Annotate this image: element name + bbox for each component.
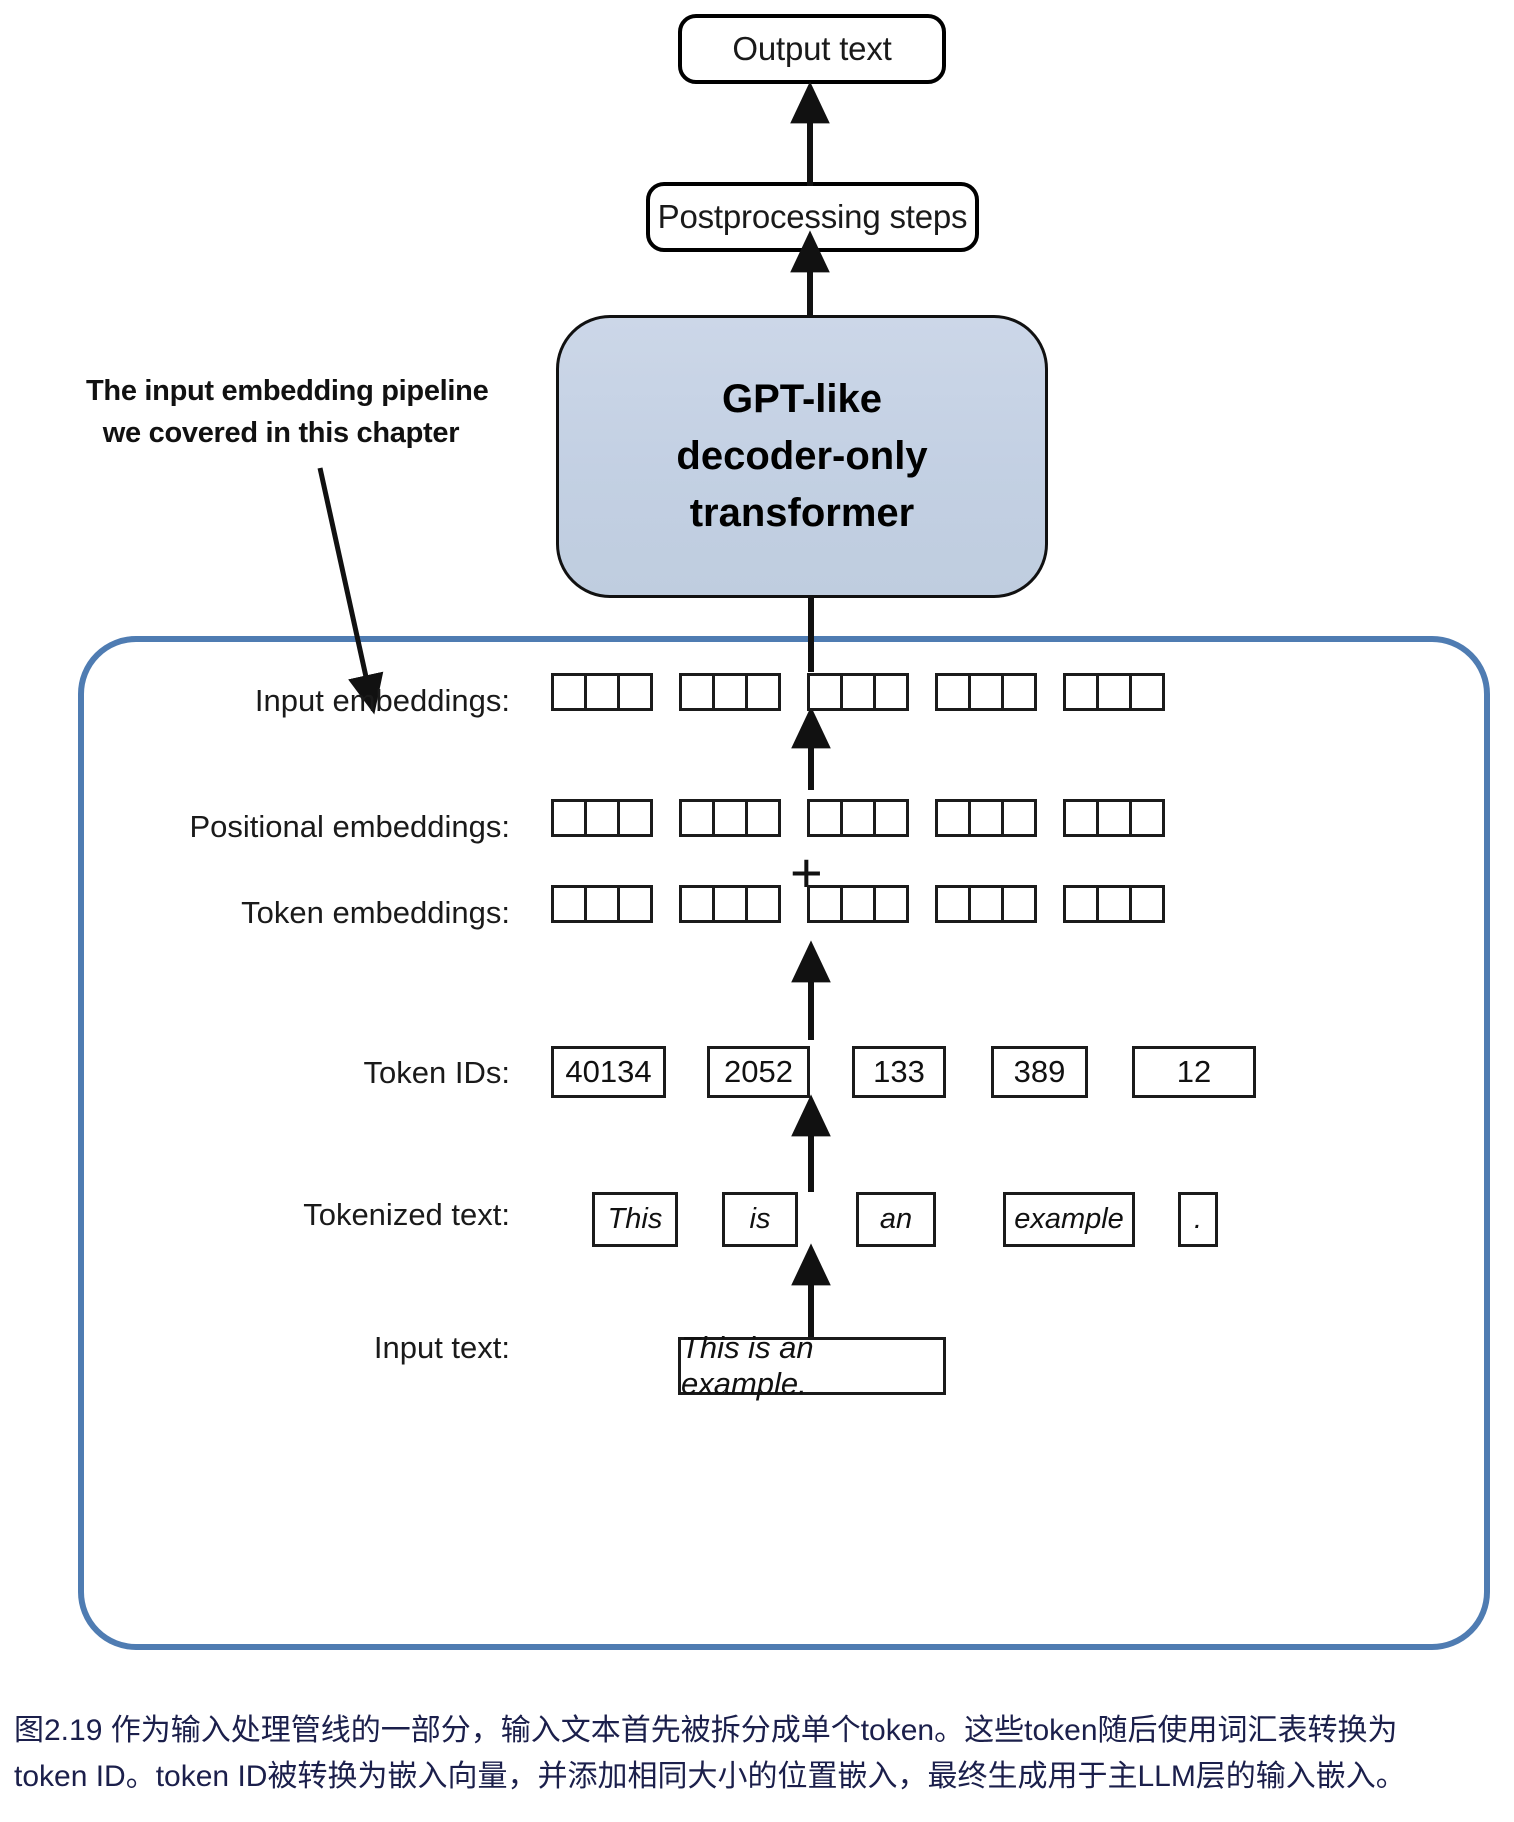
embedding-cell bbox=[745, 673, 781, 711]
embedding-cell bbox=[1096, 799, 1132, 837]
caption-line-1: 图2.19 作为输入处理管线的一部分，输入文本首先被拆分成单个token。这些t… bbox=[14, 1714, 1398, 1747]
embedding-group bbox=[807, 885, 909, 923]
gpt-decoder-transformer-box: GPT-like decoder-only transformer bbox=[556, 315, 1048, 598]
row-label-input-text: Input text: bbox=[373, 1330, 510, 1365]
embedding-group bbox=[679, 799, 781, 837]
tokenized-text-item: This bbox=[592, 1192, 678, 1247]
embedding-cell bbox=[679, 885, 715, 923]
embedding-cell bbox=[551, 673, 587, 711]
embedding-cell bbox=[1096, 673, 1132, 711]
annotation-line-2: we covered in this chapter bbox=[102, 417, 460, 450]
embedding-cell bbox=[551, 799, 587, 837]
embedding-group bbox=[1063, 885, 1165, 923]
embedding-cell bbox=[807, 673, 843, 711]
embedding-cell bbox=[584, 799, 620, 837]
embedding-cell bbox=[873, 673, 909, 711]
embedding-cell bbox=[873, 799, 909, 837]
output-text-box: Output text bbox=[678, 14, 946, 84]
embedding-cell bbox=[745, 799, 781, 837]
embedding-group bbox=[935, 799, 1037, 837]
embedding-cell bbox=[968, 885, 1004, 923]
tokenized-text-item: example bbox=[1003, 1192, 1135, 1247]
annotation-callout: The input embedding pipeline we covered … bbox=[86, 370, 489, 454]
embedding-cell bbox=[1063, 673, 1099, 711]
postprocessing-steps-label: Postprocessing steps bbox=[657, 198, 968, 235]
embedding-cell bbox=[1096, 885, 1132, 923]
row-label-input-embeddings: Input embeddings: bbox=[254, 683, 510, 718]
embedding-group bbox=[807, 673, 909, 711]
token-ids-item: 389 bbox=[991, 1046, 1088, 1098]
row-label-token-ids: Token IDs: bbox=[363, 1055, 510, 1090]
annotation-line-1: The input embedding pipeline bbox=[86, 375, 489, 407]
output-text-label: Output text bbox=[732, 30, 892, 67]
embedding-group bbox=[935, 673, 1037, 711]
embedding-group bbox=[935, 885, 1037, 923]
embedding-group bbox=[807, 799, 909, 837]
tokenized-text-item: . bbox=[1178, 1192, 1218, 1247]
embedding-group bbox=[551, 799, 653, 837]
model-line-2: decoder-only bbox=[676, 434, 928, 479]
embedding-group bbox=[551, 885, 653, 923]
embedding-cell bbox=[1063, 885, 1099, 923]
embedding-cell bbox=[840, 673, 876, 711]
embedding-cell bbox=[584, 885, 620, 923]
embedding-cell bbox=[873, 885, 909, 923]
embedding-cell bbox=[712, 885, 748, 923]
model-line-3: transformer bbox=[689, 490, 915, 535]
row-label-tokenized-text: Tokenized text: bbox=[303, 1197, 510, 1232]
embedding-cell bbox=[1129, 885, 1165, 923]
model-line-1: GPT-like bbox=[721, 377, 883, 422]
cells-row-token-embeddings bbox=[551, 885, 1165, 923]
embedding-cell bbox=[1001, 799, 1037, 837]
embedding-cell bbox=[712, 799, 748, 837]
embedding-cell bbox=[1129, 799, 1165, 837]
input-text-value: This is an example. bbox=[678, 1330, 946, 1401]
embedding-cell bbox=[584, 673, 620, 711]
embedding-cell bbox=[1001, 885, 1037, 923]
embedding-group bbox=[551, 673, 653, 711]
tokenized-text-item: is bbox=[722, 1192, 798, 1247]
embedding-group bbox=[679, 673, 781, 711]
input-embedding-pipeline-box bbox=[78, 636, 1490, 1650]
embedding-cell bbox=[840, 885, 876, 923]
embedding-cell bbox=[745, 885, 781, 923]
figure-caption: 图2.19 作为输入处理管线的一部分，输入文本首先被拆分成单个token。这些t… bbox=[14, 1708, 1504, 1799]
embedding-group bbox=[1063, 673, 1165, 711]
token-ids-item: 2052 bbox=[707, 1046, 810, 1098]
embedding-group bbox=[1063, 799, 1165, 837]
embedding-cell bbox=[712, 673, 748, 711]
row-label-token-embeddings: Token embeddings: bbox=[241, 895, 510, 930]
embedding-cell bbox=[617, 885, 653, 923]
embedding-cell bbox=[935, 885, 971, 923]
embedding-cell bbox=[617, 673, 653, 711]
token-ids-item: 12 bbox=[1132, 1046, 1256, 1098]
embedding-cell bbox=[807, 799, 843, 837]
embedding-cell bbox=[1063, 799, 1099, 837]
embedding-cell bbox=[1129, 673, 1165, 711]
tokenized-text-item: an bbox=[856, 1192, 936, 1247]
embedding-cell bbox=[1001, 673, 1037, 711]
embedding-cell bbox=[968, 673, 1004, 711]
embedding-cell bbox=[968, 799, 1004, 837]
postprocessing-steps-box: Postprocessing steps bbox=[646, 182, 979, 252]
embedding-cell bbox=[679, 673, 715, 711]
cells-row-input-embeddings bbox=[551, 673, 1165, 711]
cells-row-positional-embeddings bbox=[551, 799, 1165, 837]
embedding-cell bbox=[551, 885, 587, 923]
token-ids-item: 40134 bbox=[551, 1046, 666, 1098]
embedding-cell bbox=[807, 885, 843, 923]
embedding-cell bbox=[935, 673, 971, 711]
embedding-cell bbox=[935, 799, 971, 837]
embedding-group bbox=[679, 885, 781, 923]
caption-line-2: token ID。token ID被转换为嵌入向量，并添加相同大小的位置嵌入，最… bbox=[14, 1759, 1406, 1793]
embedding-cell bbox=[617, 799, 653, 837]
token-ids-item: 133 bbox=[852, 1046, 946, 1098]
embedding-cell bbox=[840, 799, 876, 837]
row-label-positional-embeddings: Positional embeddings: bbox=[189, 809, 510, 844]
embedding-cell bbox=[679, 799, 715, 837]
